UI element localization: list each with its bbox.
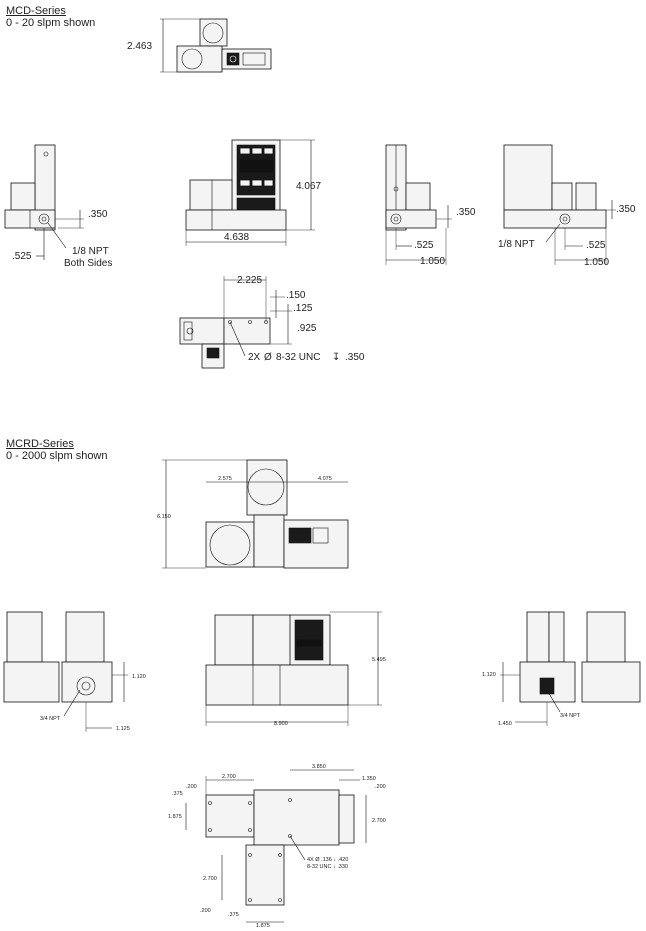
mcd-npt-note2: Both Sides: [64, 258, 112, 269]
mcd-thread-spec: 8-32 UNC: [276, 352, 320, 363]
mcrd-hole-note1: 4X Ø .136 ↓ .420: [307, 857, 348, 863]
mcrd-bottom-375c: .375: [228, 912, 239, 918]
mcd-right-port-offset: .525: [414, 240, 434, 251]
mcrd-top-left: 2.575: [218, 476, 232, 482]
mcrd-left-side-view: 1.120 3/4 NPT 1.125: [3, 611, 146, 732]
mcrd-right-offset: 1.450: [498, 721, 512, 727]
mcd-top-height-label: 2.463: [127, 41, 152, 52]
mcd-thread-qty: 2X: [248, 352, 261, 363]
mcd-back-view: .350 1/8 NPT .525 1.050: [498, 144, 636, 268]
mcd-thread-depth: .350: [345, 352, 365, 363]
mcrd-bottom-200c: .200: [200, 908, 211, 914]
mcrd-hole-note2: 8-32 UNC ↓ .330: [307, 864, 348, 870]
mcrd-bottom-view: 2.700 .200 .375 1.875 3.850 1.350 .200 2…: [168, 764, 386, 929]
mcd-front-view: 4.067 4.638: [185, 139, 321, 246]
mcrd-top-right: 4.075: [318, 476, 332, 482]
diameter-symbol: Ø: [264, 352, 272, 363]
mcd-side-port-height: .350: [88, 209, 108, 220]
mcrd-bottom-2700b: 2.700: [372, 818, 386, 824]
mcrd-bottom-200b: .200: [375, 784, 386, 790]
mcrd-series-name: MCRD-Series: [6, 438, 74, 450]
mcrd-bottom-200a: .200: [186, 784, 197, 790]
mcrd-side-npt: 3/4 NPT: [40, 716, 61, 722]
mcrd-bottom-2700c: 2.700: [203, 876, 217, 882]
mcd-back-port-height: .350: [616, 204, 636, 215]
mcd-right-view: .350 .525 1.050: [385, 144, 476, 267]
mcrd-series-title: MCRD-Series 0 - 2000 slpm shown: [6, 438, 108, 462]
mcrd-bottom-1875a: 1.875: [168, 814, 182, 820]
mcd-series-range: 0 - 20 slpm shown: [6, 17, 96, 29]
mcd-bottom-span: 2.225: [237, 275, 262, 286]
mcd-bottom-view: 2.225 .150 .125 .925 2X Ø 8-32 UNC ↧ .35…: [179, 275, 365, 369]
mcrd-top-view: 6.150 2.575 4.075: [157, 459, 349, 569]
mcrd-series-range: 0 - 2000 slpm shown: [6, 450, 108, 462]
mcd-bottom-c: .925: [297, 323, 317, 334]
mcd-npt-note: 1/8 NPT: [72, 246, 109, 257]
mcd-right-port-height: .350: [456, 207, 476, 218]
mcd-back-width: 1.050: [584, 257, 609, 268]
mcd-right-width: 1.050: [420, 256, 445, 267]
mcd-series-title: MCD-Series 0 - 20 slpm shown: [6, 5, 95, 29]
mcd-side-port-offset: .525: [12, 251, 32, 262]
mcd-front-height: 4.067: [296, 181, 321, 192]
mcd-bottom-b: .125: [293, 303, 313, 314]
mcrd-top-height: 6.150: [157, 514, 171, 520]
mcd-left-side-view: .350 .525 1/8 NPT Both Sides: [4, 144, 112, 269]
mcrd-front-width: 8.900: [274, 721, 288, 727]
mcrd-bottom-375a: .375: [172, 791, 183, 797]
mcd-back-npt: 1/8 NPT: [498, 239, 535, 250]
mcd-bottom-a: .150: [286, 290, 306, 301]
mcd-series-name: MCD-Series: [6, 5, 66, 17]
mcrd-bottom-1350: 1.350: [362, 776, 376, 782]
mcd-top-view: 2.463: [127, 18, 272, 73]
depth-symbol: ↧: [332, 352, 340, 363]
mcrd-front-view: 5.495 8.900: [205, 611, 386, 727]
mcrd-bottom-2700a: 2.700: [222, 774, 236, 780]
mcrd-right-npt: 3/4 NPT: [560, 713, 581, 719]
mcd-back-port-offset: .525: [586, 240, 606, 251]
mcrd-bottom-3850: 3.850: [312, 764, 326, 770]
mcrd-front-height: 5.495: [372, 657, 386, 663]
mcrd-side-height: 1.120: [132, 674, 146, 680]
mcd-front-width: 4.638: [224, 232, 249, 243]
mcrd-right-view: 1.120 3/4 NPT 1.450: [482, 611, 641, 727]
mcrd-side-offset: 1.125: [116, 726, 130, 732]
mcrd-right-height: 1.120: [482, 672, 496, 678]
mcrd-bottom-1875c: 1.875: [256, 923, 270, 929]
